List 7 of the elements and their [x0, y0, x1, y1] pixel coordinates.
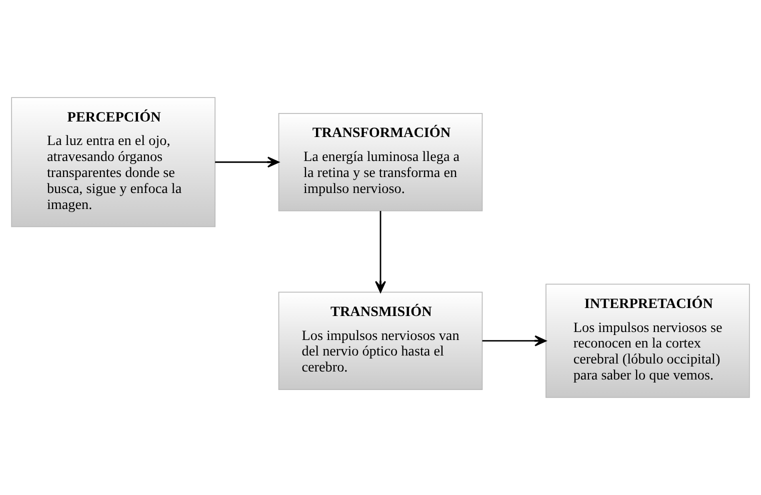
node-box: INTERPRETACIÓN Los impulsos nerviosos se reconocen en la cortex cerebral (lóbulo occipital) para saber lo que vemos. [546, 284, 750, 398]
node-box: PERCEPCIÓN La luz entra en el ojo, atravesando órganos transparentes donde se busca, sigue y enfoca la imagen. [11, 97, 216, 228]
node-box: TRANSMISIÓN Los impulsos nerviosos van del nervio óptico hasta el cerebro. [278, 292, 483, 390]
arrow [215, 156, 280, 168]
arrow [375, 210, 386, 293]
arrow [482, 335, 546, 346]
node-box: TRANSFORMACIÓN La energía luminosa llega a la retina y se transforma en impulso nervioso. [278, 113, 483, 212]
